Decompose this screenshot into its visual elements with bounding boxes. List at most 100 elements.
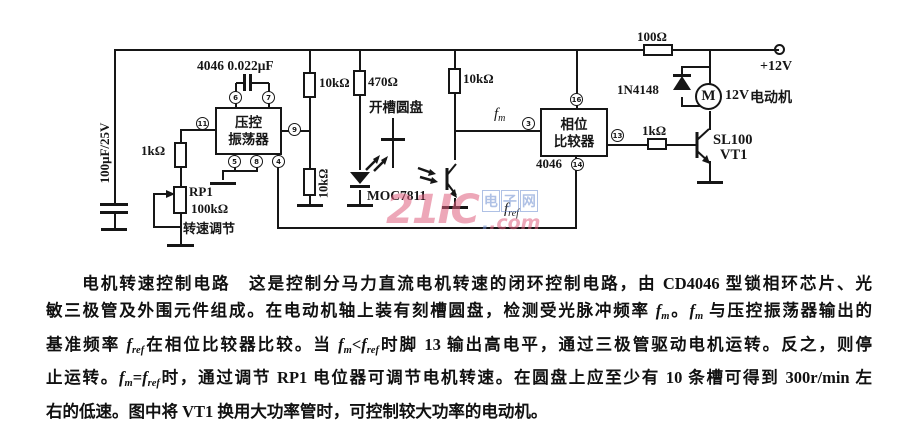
wire xyxy=(681,66,711,68)
wire xyxy=(114,49,116,203)
text-segment: 时脚 13 输出高电平，通过三极管驱动电机运转。反之，则停 xyxy=(378,334,873,354)
transistor-ref-label: VT1 xyxy=(720,147,748,163)
wire xyxy=(236,82,245,84)
ground-bar-icon xyxy=(442,206,468,209)
text-segment: 敏三极管及外围元件组成。在电动机轴上装有刻槽圆盘，检测受光脉冲频率 xyxy=(46,301,656,321)
text-segment: 这是控制分马力直流电机转速的闭环控制电路，由 CD4046 型锁相环芯片、光 xyxy=(230,274,873,293)
divider-top-resistor-symbol xyxy=(303,72,316,98)
math-frequency-fm: fm xyxy=(338,334,352,356)
wire xyxy=(575,157,577,229)
text-line: 电机转速控制电路 这是控制分马力直流电机转速的闭环控制电路，由 CD4046 型… xyxy=(46,270,872,297)
text-segment: 在相位比较器比较。当 xyxy=(144,334,339,354)
fref-signal-label: fref xyxy=(504,201,519,219)
comparator-label-line1: 相位 xyxy=(560,116,588,132)
supply-voltage-label: +12V xyxy=(760,59,793,74)
flyback-diode-icon xyxy=(673,74,691,90)
wire xyxy=(576,50,578,108)
wire xyxy=(673,49,779,51)
ground-bar-icon xyxy=(101,228,127,231)
wire xyxy=(222,170,224,180)
wire xyxy=(454,94,456,132)
fm-signal-label: fm xyxy=(494,106,506,124)
wire xyxy=(709,50,711,67)
description: 电机转速控制电路 这是控制分马力直流电机转速的闭环控制电路，由 CD4046 型… xyxy=(46,270,872,425)
led-resistor-symbol xyxy=(353,70,366,96)
wire xyxy=(114,214,116,228)
rp1-potentiometer-symbol xyxy=(173,186,187,214)
wire xyxy=(681,97,683,107)
math-frequency-fref: fref xyxy=(142,368,160,390)
comparator-chip-label: 4046 xyxy=(536,156,562,171)
divider-bottom-resistor-label: 10kΩ xyxy=(316,168,331,199)
vco-pin11: 11 xyxy=(196,117,209,130)
wire xyxy=(709,111,711,130)
vco-pin4: 4 xyxy=(272,155,285,168)
wire xyxy=(359,190,361,204)
phototransistor-icon xyxy=(445,163,457,198)
ground-bar-icon xyxy=(697,181,723,184)
wire xyxy=(153,226,182,228)
flyback-diode-label: 1N4148 xyxy=(617,82,659,97)
light-receive-arrows-icon xyxy=(417,166,438,184)
text-segment: = xyxy=(132,368,143,388)
math-frequency-fref: fref xyxy=(126,334,145,356)
text-line: 右的低速。图中将 VT1 换用大功率管时，可控制较大功率的电动机。 xyxy=(46,398,872,425)
text-segment: 与压控振荡器输出的 xyxy=(703,301,873,321)
npn-transistor-icon xyxy=(695,128,710,164)
wire xyxy=(309,196,311,204)
slotted-disc-label: 开槽圆盘 xyxy=(369,100,423,115)
motor-symbol: M xyxy=(695,83,722,110)
photo-resistor-symbol xyxy=(448,68,461,94)
wire xyxy=(392,118,394,168)
bias-resistor-symbol xyxy=(174,142,187,168)
wire xyxy=(180,167,182,187)
vco-pin7: 7 xyxy=(262,91,275,104)
base-resistor-symbol xyxy=(647,138,667,150)
motor-voltage-label: 12V xyxy=(725,88,750,103)
ground-bar-icon xyxy=(297,204,323,207)
ground-bar-icon xyxy=(167,244,194,247)
text-segment: 基准频率 xyxy=(46,334,127,354)
filter-capacitor-label: 100μF/25V xyxy=(97,122,112,184)
wire xyxy=(681,66,683,75)
vco-label-line2: 振荡器 xyxy=(228,132,269,147)
optocoupler-label: MOC7811 xyxy=(367,188,427,203)
text-line: 敏三极管及外围元件组成。在电动机轴上装有刻槽圆盘，检测受光脉冲频率 fm。fm … xyxy=(46,297,872,330)
vco-pin5: 5 xyxy=(228,155,241,168)
ground-bar-icon xyxy=(347,204,373,207)
rp1-name-label: RP1 xyxy=(189,184,213,199)
wire xyxy=(454,198,456,206)
wire xyxy=(454,50,456,68)
comparator-label-line2: 比较器 xyxy=(553,133,595,149)
text-segment: 止运转。 xyxy=(46,368,120,388)
vco-pin8: 8 xyxy=(250,155,263,168)
wire xyxy=(181,129,216,131)
photo-resistor-label: 10kΩ xyxy=(463,71,494,86)
wire xyxy=(709,66,711,85)
wire xyxy=(309,50,311,72)
wire xyxy=(667,144,697,146)
wire xyxy=(180,213,182,245)
base-resistor-label: 1kΩ xyxy=(642,123,667,138)
supply-resistor-label: 100Ω xyxy=(637,29,667,44)
wire xyxy=(249,74,252,91)
math-frequency-fm: fm xyxy=(655,301,670,323)
vco-pin9: 9 xyxy=(288,123,301,136)
transistor-model-label: SL100 xyxy=(713,132,753,148)
math-frequency-fm: fm xyxy=(119,368,133,390)
text-segment: 时，通过调节 RP1 电位器可调节电机转速。在圆盘上应至少有 10 条槽可得到 … xyxy=(159,368,872,388)
ground-bar-icon xyxy=(381,138,405,141)
wire xyxy=(222,170,258,172)
wire xyxy=(155,193,172,195)
ground-bar-icon xyxy=(210,182,236,185)
vco-pin6: 6 xyxy=(229,91,242,104)
timing-cap-label: 4046 0.022μF xyxy=(197,58,274,73)
comparator-pin3: 3 xyxy=(522,117,535,130)
text-segment: < xyxy=(351,334,362,354)
divider-bottom-resistor-symbol xyxy=(303,168,316,196)
comparator-pin13: 13 xyxy=(611,129,624,142)
light-emission-arrows-icon xyxy=(365,155,388,172)
ground-bar-icon xyxy=(100,203,128,206)
comparator-pin16: 16 xyxy=(570,93,583,106)
